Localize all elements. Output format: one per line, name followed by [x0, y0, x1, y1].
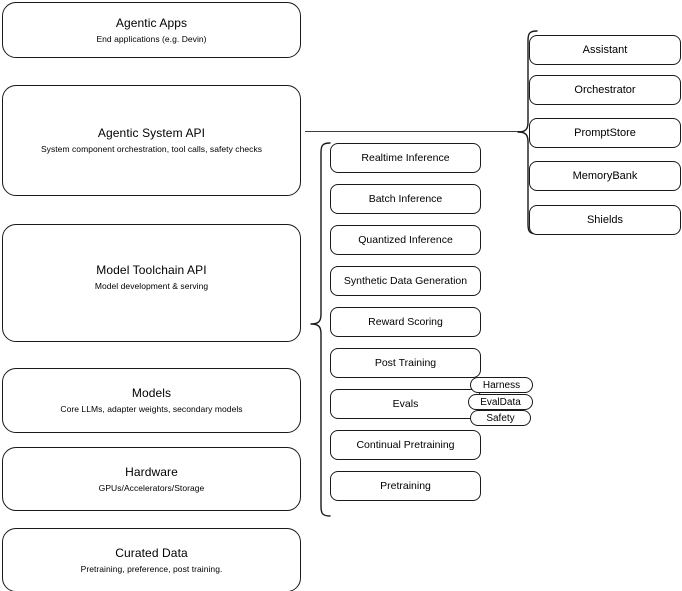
- eval-badge-label: Harness: [482, 379, 521, 391]
- stack-layer-title: Models: [131, 386, 172, 400]
- capability-label: Continual Pretraining: [356, 439, 455, 451]
- capability-batch-inference[interactable]: Batch Inference: [330, 184, 481, 214]
- stack-layer-text: Models Core LLMs, adapter weights, secon…: [60, 386, 242, 415]
- eval-badge-label: Safety: [486, 412, 515, 424]
- capability-continual-pretraining[interactable]: Continual Pretraining: [330, 430, 481, 460]
- stack-layer-text: Agentic System API System component orch…: [41, 126, 262, 155]
- stack-layer-subtitle: System component orchestration, tool cal…: [40, 144, 263, 154]
- capability-reward-scoring[interactable]: Reward Scoring: [330, 307, 481, 337]
- capability-label: Post Training: [374, 357, 437, 369]
- system-component-memorybank[interactable]: MemoryBank: [529, 161, 681, 191]
- capability-pretraining[interactable]: Pretraining: [330, 471, 481, 501]
- stack-layer-subtitle: Pretraining, preference, post training.: [80, 563, 223, 574]
- stack-layer-title: Agentic Apps: [115, 15, 188, 30]
- stack-layer-subtitle: Model development & serving: [94, 281, 209, 291]
- connector-agentic-system-api-to-components: [305, 131, 523, 132]
- capability-synthetic-data-generation[interactable]: Synthetic Data Generation: [330, 266, 481, 296]
- capability-label: Reward Scoring: [368, 316, 443, 328]
- stack-layer-subtitle: Core LLMs, adapter weights, secondary mo…: [60, 404, 243, 414]
- capability-label: Quantized Inference: [358, 234, 453, 246]
- system-component-orchestrator[interactable]: Orchestrator: [529, 75, 681, 105]
- stack-layer-title: Agentic System API: [97, 126, 206, 140]
- capability-label: Batch Inference: [368, 193, 443, 205]
- capability-post-training[interactable]: Post Training: [330, 348, 481, 378]
- stack-layer-curated-data[interactable]: Curated Data Pretraining, preference, po…: [2, 528, 301, 591]
- stack-layer-text: Agentic Apps End applications (e.g. Devi…: [96, 16, 206, 45]
- capability-label: Evals: [392, 398, 419, 410]
- stack-layer-text: Model Toolchain API Model development & …: [95, 263, 208, 292]
- stack-layer-title: Model Toolchain API: [96, 263, 207, 277]
- eval-badge-safety[interactable]: Safety: [470, 410, 531, 426]
- brace-toolchain-capabilities: [310, 142, 331, 517]
- stack-layer-text: Curated Data Pretraining, preference, po…: [81, 546, 223, 575]
- capability-realtime-inference[interactable]: Realtime Inference: [330, 143, 481, 173]
- stack-layer-text: Hardware GPUs/Accelerators/Storage: [99, 465, 205, 494]
- system-component-label: Shields: [586, 214, 624, 226]
- system-component-label: PromptStore: [574, 127, 636, 139]
- system-component-promptstore[interactable]: PromptStore: [529, 118, 681, 148]
- stack-layer-subtitle: GPUs/Accelerators/Storage: [98, 482, 205, 493]
- system-component-label: Assistant: [582, 44, 628, 56]
- stack-layer-agentic-apps[interactable]: Agentic Apps End applications (e.g. Devi…: [2, 2, 301, 58]
- system-component-shields[interactable]: Shields: [529, 205, 681, 235]
- stack-layer-agentic-system-api[interactable]: Agentic System API System component orch…: [2, 85, 301, 196]
- stack-layer-model-toolchain-api[interactable]: Model Toolchain API Model development & …: [2, 224, 301, 342]
- eval-badge-evaldata[interactable]: EvalData: [468, 394, 533, 410]
- eval-badge-harness[interactable]: Harness: [470, 377, 533, 393]
- stack-layer-title: Hardware: [125, 464, 178, 479]
- capability-evals[interactable]: Evals: [330, 389, 481, 419]
- capability-label: Synthetic Data Generation: [343, 275, 468, 287]
- system-component-assistant[interactable]: Assistant: [529, 35, 681, 65]
- stack-layer-models[interactable]: Models Core LLMs, adapter weights, secon…: [2, 368, 301, 433]
- stack-layer-subtitle: End applications (e.g. Devin): [96, 33, 207, 44]
- stack-layer-hardware[interactable]: Hardware GPUs/Accelerators/Storage: [2, 447, 301, 511]
- capability-quantized-inference[interactable]: Quantized Inference: [330, 225, 481, 255]
- stack-layer-title: Curated Data: [115, 545, 188, 560]
- system-component-label: MemoryBank: [572, 170, 638, 182]
- brace-system-components: [517, 30, 538, 235]
- capability-label: Realtime Inference: [361, 152, 450, 164]
- capability-label: Pretraining: [380, 480, 431, 492]
- eval-badge-label: EvalData: [480, 396, 521, 408]
- system-component-label: Orchestrator: [574, 84, 636, 96]
